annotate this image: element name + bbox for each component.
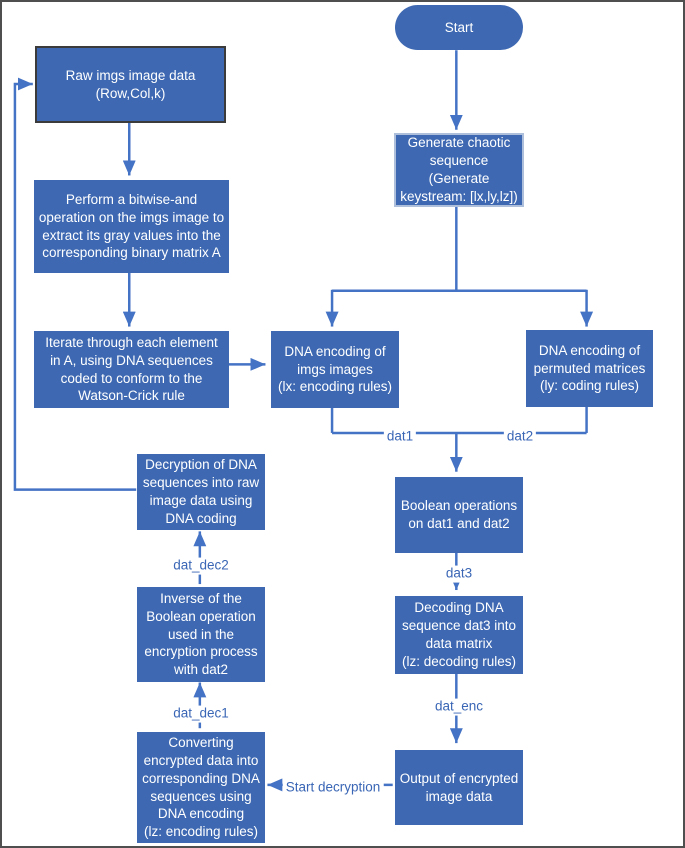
node-boolean-operations: Boolean operations on dat1 and dat2 — [395, 477, 523, 553]
node-start: Start — [395, 5, 523, 50]
node-decoding-dat3: Decoding DNA sequence dat3 into data mat… — [395, 596, 523, 674]
node-bitwise-and-operation: Perform a bitwise-and operation on the i… — [34, 180, 229, 273]
edge-label-dat-dec2: dat_dec2 — [170, 557, 232, 575]
node-dna-encoding-permuted: DNA encoding of permuted matrices (ly: c… — [526, 330, 653, 407]
edge-label-dat-enc: dat_enc — [431, 698, 487, 716]
edge-label-dat2: dat2 — [503, 428, 537, 446]
node-generate-chaotic-sequence: Generate chaotic sequence (Generate keys… — [394, 133, 524, 207]
node-decryption-dna-to-raw: Decryption of DNA sequences into raw ima… — [137, 454, 265, 530]
edge-label-dat3: dat3 — [442, 565, 476, 583]
node-raw-image-data: Raw imgs image data (Row,Col,k) — [35, 46, 226, 123]
node-inverse-boolean: Inverse of the Boolean operation used in… — [137, 587, 265, 682]
node-iterate-watson-crick: Iterate through each element in A, using… — [34, 331, 229, 408]
edge-label-dat-dec1: dat_dec1 — [170, 705, 232, 723]
edge-label-start-decryption: Start decryption — [282, 779, 384, 797]
node-output-encrypted: Output of encrypted image data — [395, 750, 523, 825]
edge-decryption-to-raw-feedback — [13, 77, 137, 491]
node-converting-encrypted: Converting encrypted data into correspon… — [137, 732, 265, 843]
edge-label-dat1: dat1 — [383, 428, 417, 446]
node-dna-encoding-imgs: DNA encoding of imgs images (lx: encodin… — [271, 331, 399, 408]
